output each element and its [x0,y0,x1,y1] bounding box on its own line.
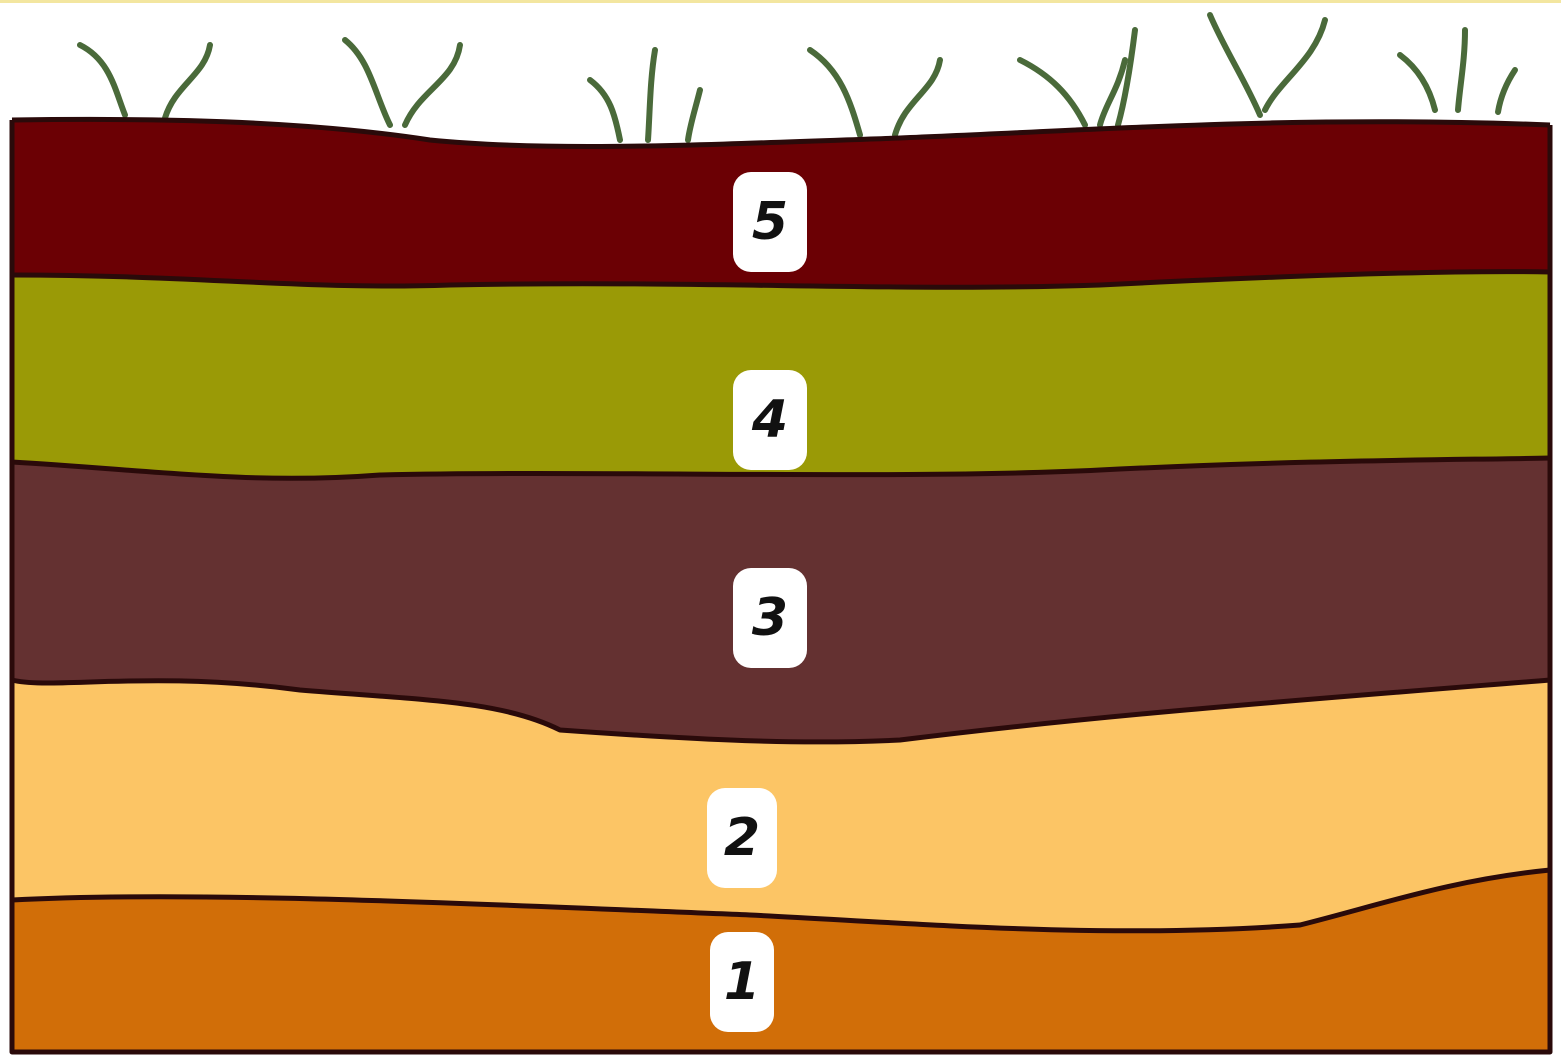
layer-label-3-text: 3 [752,592,788,644]
layer-label-2: 2 [707,788,777,888]
grass-blade [1458,30,1465,110]
layer-label-1: 1 [710,932,774,1032]
layer-label-3: 3 [733,568,807,668]
grass-blade [345,40,390,125]
grass-blade [165,45,210,118]
grass-blade [590,80,620,140]
grass-blade [648,50,655,140]
grass-blade [405,45,460,125]
grass-blade [1020,60,1085,125]
grass-blade [80,45,125,115]
grass-blade [1498,70,1515,112]
layer-label-2-text: 2 [724,812,760,864]
grass-blade [1400,55,1435,110]
grass-blade [1210,15,1260,115]
layer-label-5: 5 [733,172,807,272]
layer-label-1-text: 1 [724,956,760,1008]
layer-label-4: 4 [733,370,807,470]
grass-blade [688,90,700,140]
grass-blade [1265,20,1325,110]
grass-blade [810,50,860,135]
grass-blade [895,60,940,135]
layer-label-4-text: 4 [752,394,788,446]
layer-label-5-text: 5 [752,196,788,248]
